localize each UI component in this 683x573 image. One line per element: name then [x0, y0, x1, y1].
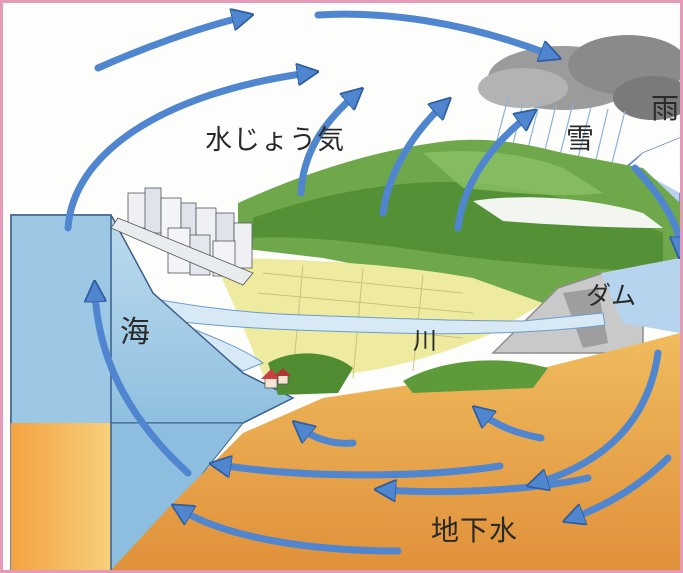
white-mist [473, 197, 663, 228]
label-sea: 海 [120, 315, 150, 350]
groundwater-arrow-7 [573, 454, 672, 518]
label-dam: ダム [586, 281, 637, 310]
vapor-arrow-3 [454, 116, 528, 232]
evaporation-arrow [64, 73, 308, 232]
label-river: 川 [413, 327, 437, 355]
cloud [478, 35, 680, 120]
river [112, 292, 606, 335]
groundwater-arrow-4 [385, 474, 592, 492]
groundwater-arrow-2 [481, 413, 545, 442]
dam-lake [601, 258, 680, 333]
groundwater-arrow-1 [301, 428, 357, 447]
houses [261, 368, 291, 389]
mountain-runoff-arrow [631, 164, 680, 248]
vapor-arrow-2 [379, 105, 443, 217]
label-snow: 雪 [566, 122, 595, 155]
city-buildings [110, 187, 254, 286]
label-groundwater: 地下水 [431, 514, 519, 547]
groundwater-arrow-3 [220, 465, 504, 479]
sea-flow-arrow [95, 291, 192, 477]
groundwater-arrow-6 [537, 349, 662, 483]
label-rain: 雨 [651, 92, 680, 125]
ground [111, 333, 680, 570]
label-water-vapor: 水じょう気 [205, 125, 345, 156]
sky-arrow-2 [314, 10, 551, 55]
groundwater-arrow-5 [181, 510, 402, 555]
circulation-arrows [64, 10, 680, 555]
earth-side [11, 423, 111, 570]
vapor-arrow-1 [297, 95, 355, 197]
scene-illustration [10, 3, 680, 570]
lower-hill [268, 353, 353, 395]
sky-arrow-1 [94, 17, 243, 72]
